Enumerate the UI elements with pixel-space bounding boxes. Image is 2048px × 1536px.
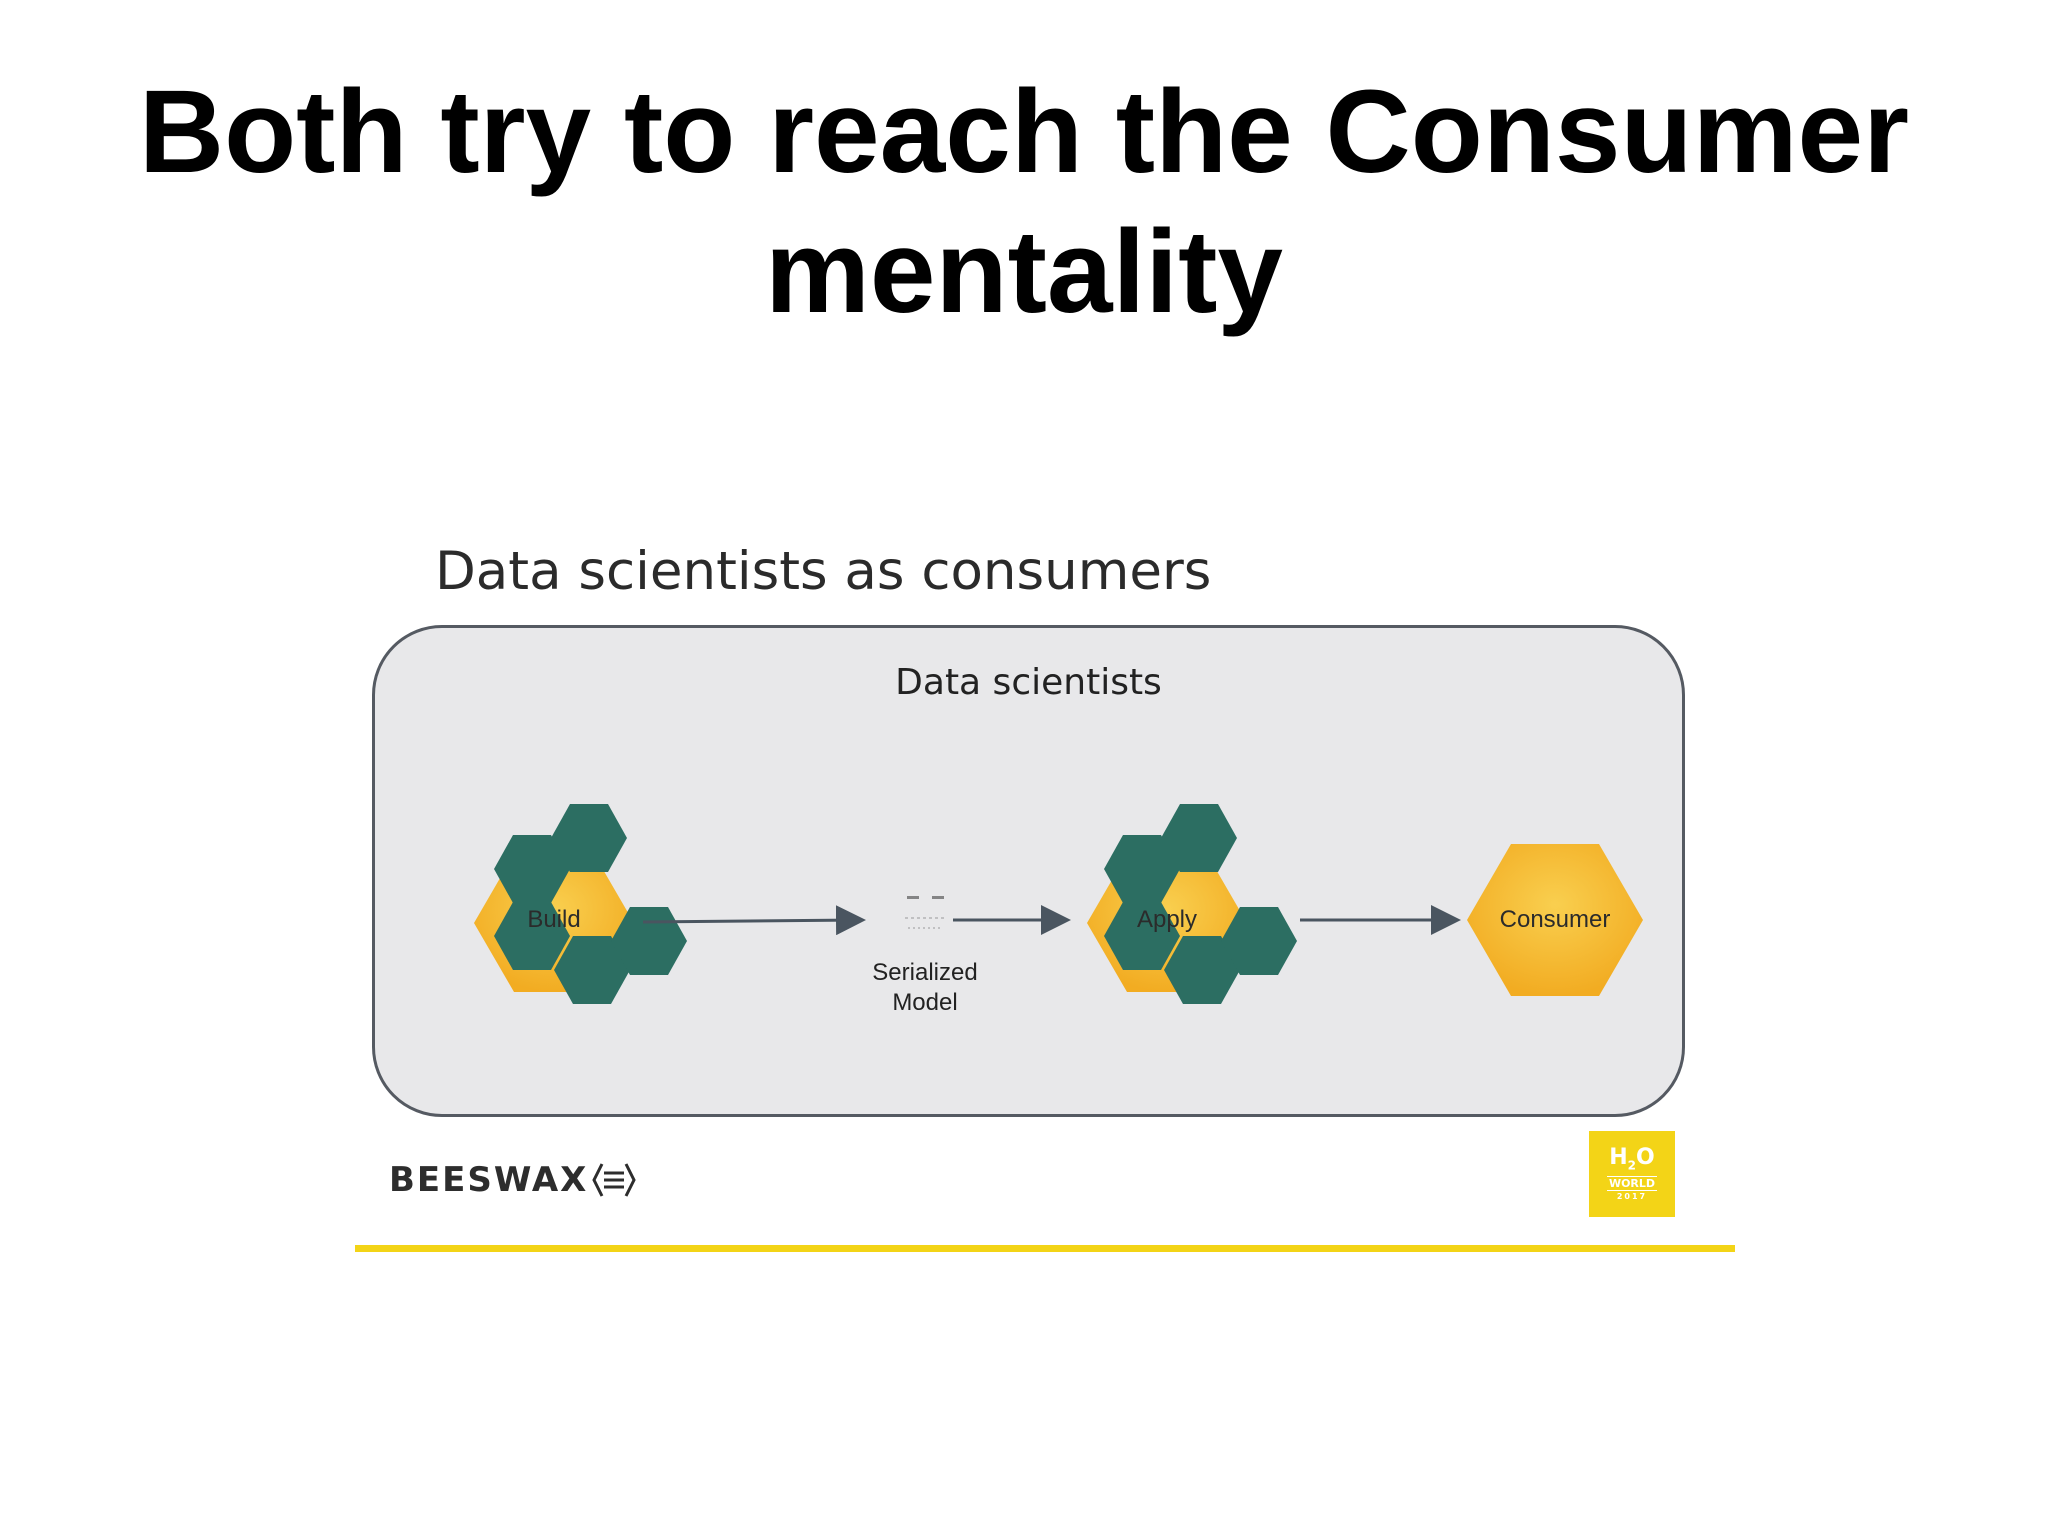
- serialized-model-icon: [905, 896, 947, 929]
- build-cell: [494, 835, 570, 903]
- slide-title-line-2: mentality: [764, 206, 1284, 338]
- badge-world: WORLD: [1606, 1175, 1658, 1191]
- model-caption-line-2: Model: [892, 989, 958, 1016]
- apply-cell: [1164, 936, 1240, 1004]
- apply-cell: [1104, 902, 1180, 970]
- panel-label: Data scientists: [895, 662, 1162, 703]
- build-cell: [611, 907, 687, 975]
- beeswax-logo: BEESWAX: [389, 1160, 637, 1200]
- apply-cell: [1221, 907, 1297, 975]
- build-honeycomb: [474, 804, 687, 1004]
- apply-honeycomb: [1087, 804, 1297, 1004]
- build-cell: [494, 902, 570, 970]
- build-cell: [551, 804, 627, 872]
- badge-year: 2017: [1616, 1191, 1648, 1201]
- apply-label: Apply: [1136, 906, 1198, 933]
- badge-o: O: [1636, 1145, 1655, 1171]
- slide-title-line-1: Both try to reach the Consumer: [138, 66, 1910, 198]
- brand-name: BEESWAX: [389, 1160, 589, 1200]
- figure-heading: Data scientists as consumers: [435, 541, 1212, 602]
- embedded-figure: Data scientists as consumers Data scient…: [355, 535, 1735, 1265]
- build-to-model-arrow: [642, 905, 866, 936]
- flow-diagram: [474, 804, 1643, 1004]
- badge-h: H: [1609, 1145, 1628, 1171]
- serialized-model-caption: Serialized Model: [835, 958, 1015, 1018]
- slide-title: Both try to reach the Consumer mentality: [0, 62, 2048, 342]
- beeswax-mark-icon: [592, 1163, 637, 1197]
- badge-sub: 2: [1627, 1158, 1637, 1173]
- consumer-hexagon: [1467, 844, 1643, 996]
- data-scientists-panel: Data scientists: [372, 625, 1685, 1117]
- footer-divider: [355, 1245, 1735, 1252]
- build-cell: [554, 936, 630, 1004]
- h2o-world-badge: H2O WORLD 2017: [1589, 1131, 1675, 1217]
- build-label: Build: [527, 906, 581, 933]
- apply-cell: [1161, 804, 1237, 872]
- consumer-label: Consumer: [1499, 906, 1611, 933]
- apply-cell: [1104, 835, 1180, 903]
- model-caption-line-1: Serialized: [872, 959, 978, 986]
